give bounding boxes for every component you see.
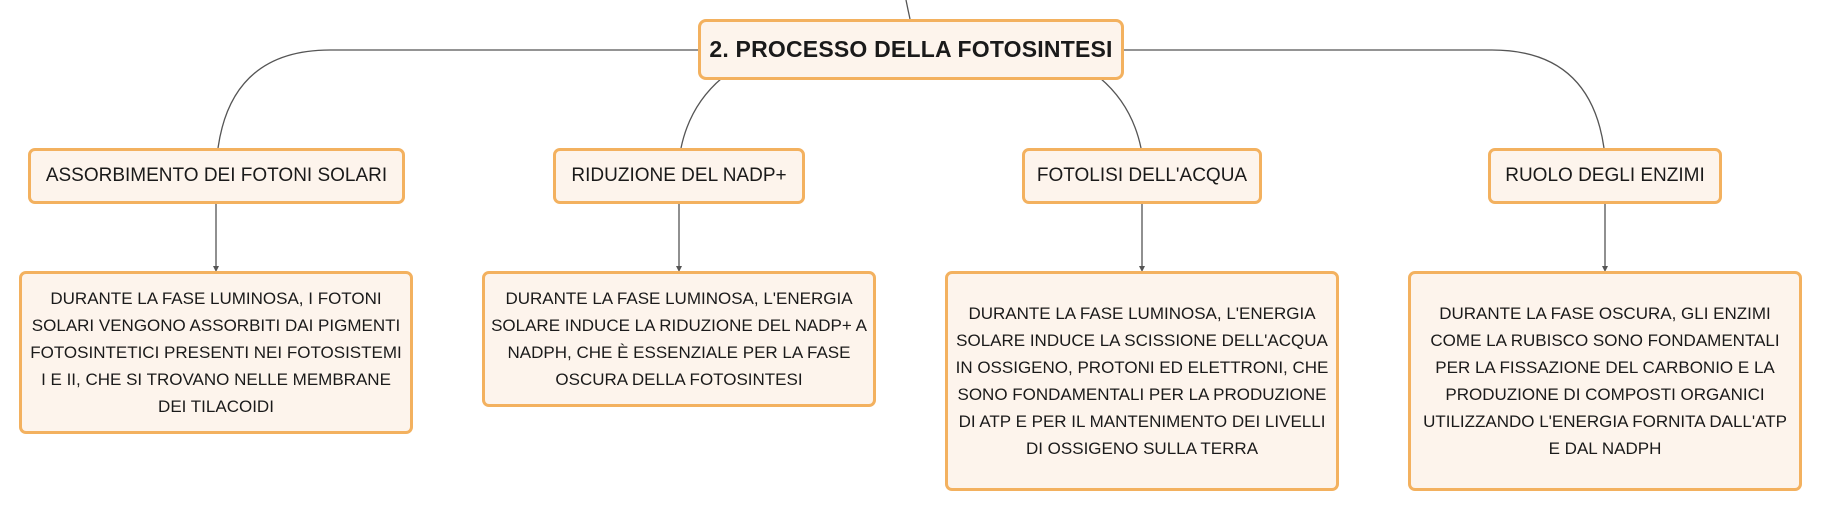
detail-node-2[interactable]: DURANTE LA FASE LUMINOSA, L'ENERGIA SOLA… — [482, 271, 876, 407]
arrowhead-1 — [213, 266, 219, 272]
connector-root-to-topic-2 — [680, 77, 723, 149]
detail-node-4[interactable]: DURANTE LA FASE OSCURA, GLI ENZIMI COME … — [1408, 271, 1802, 491]
connector-root-to-topic-3 — [1099, 77, 1142, 149]
arrowhead-4 — [1602, 266, 1608, 272]
arrowhead-2 — [676, 266, 682, 272]
topic-node-1[interactable]: ASSORBIMENTO DEI FOTONI SOLARI — [28, 148, 405, 204]
connector-root-to-topic-4 — [1124, 49, 1605, 149]
connector-from-parent — [905, 0, 911, 20]
connector-root-to-topic-1 — [217, 49, 698, 149]
topic-node-4[interactable]: RUOLO DEGLI ENZIMI — [1488, 148, 1722, 204]
detail-node-3[interactable]: DURANTE LA FASE LUMINOSA, L'ENERGIA SOLA… — [945, 271, 1339, 491]
detail-node-1[interactable]: DURANTE LA FASE LUMINOSA, I FOTONI SOLAR… — [19, 271, 413, 434]
topic-node-2[interactable]: RIDUZIONE DEL NADP+ — [553, 148, 805, 204]
topic-node-3[interactable]: FOTOLISI DELL'ACQUA — [1022, 148, 1262, 204]
root-node[interactable]: 2. PROCESSO DELLA FOTOSINTESI — [698, 19, 1124, 80]
arrowhead-3 — [1139, 266, 1145, 272]
